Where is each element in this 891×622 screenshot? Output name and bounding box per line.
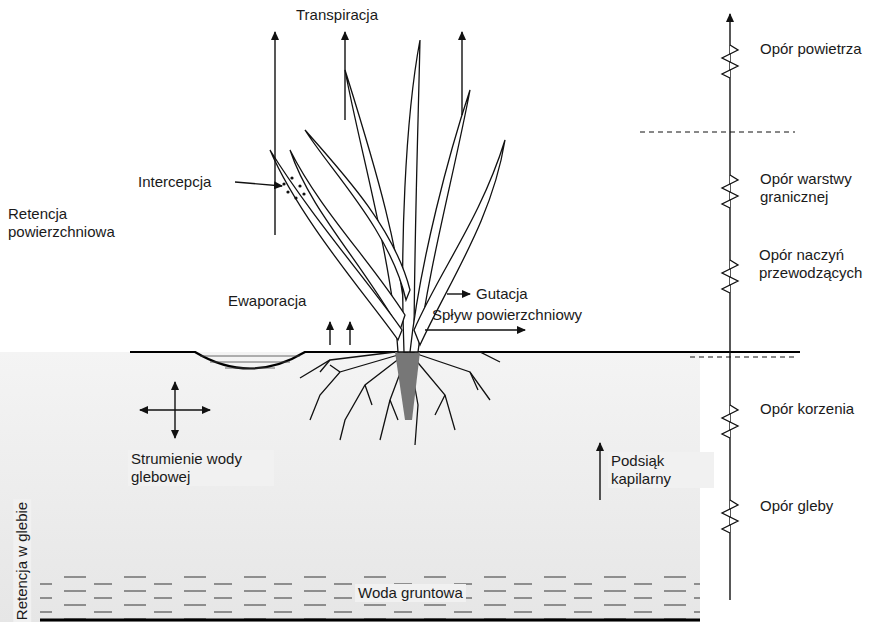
soil (0, 352, 700, 622)
interception-droplets (282, 176, 305, 199)
resistance-label: Opór gleby (760, 497, 833, 515)
resistance-label: Opór warstwy granicznej (760, 170, 870, 206)
zone-label: Retencja w glebie (13, 499, 31, 622)
zone-label: Woda gruntowa (355, 584, 466, 602)
process-label: Podsiąk kapilarny (608, 452, 714, 488)
process-label: Transpiracja (296, 6, 378, 24)
root-collar (395, 352, 420, 420)
resistance-label: Opór korzenia (760, 400, 854, 418)
ground-surface (130, 352, 800, 369)
process-label: Spływ powierzchniowy (432, 306, 582, 324)
resistance-label: Opór powietrza (760, 40, 862, 58)
puddle-water (200, 356, 300, 368)
resistor-symbols (722, 45, 738, 533)
process-arrows (140, 14, 730, 600)
zone-dividers (640, 132, 795, 357)
bedrock-line (40, 619, 700, 622)
groundwater-dashes (40, 575, 700, 620)
process-label: Gutacja (476, 285, 528, 303)
roots (300, 352, 500, 445)
process-label: Strumienie wody glebowej (128, 450, 274, 486)
resistance-label: Opór naczyń przewodzących (759, 246, 887, 282)
process-label: Ewaporacja (228, 292, 306, 310)
process-label: Intercepcja (138, 173, 211, 191)
process-label: Retencja powierzchniowa (8, 205, 158, 241)
